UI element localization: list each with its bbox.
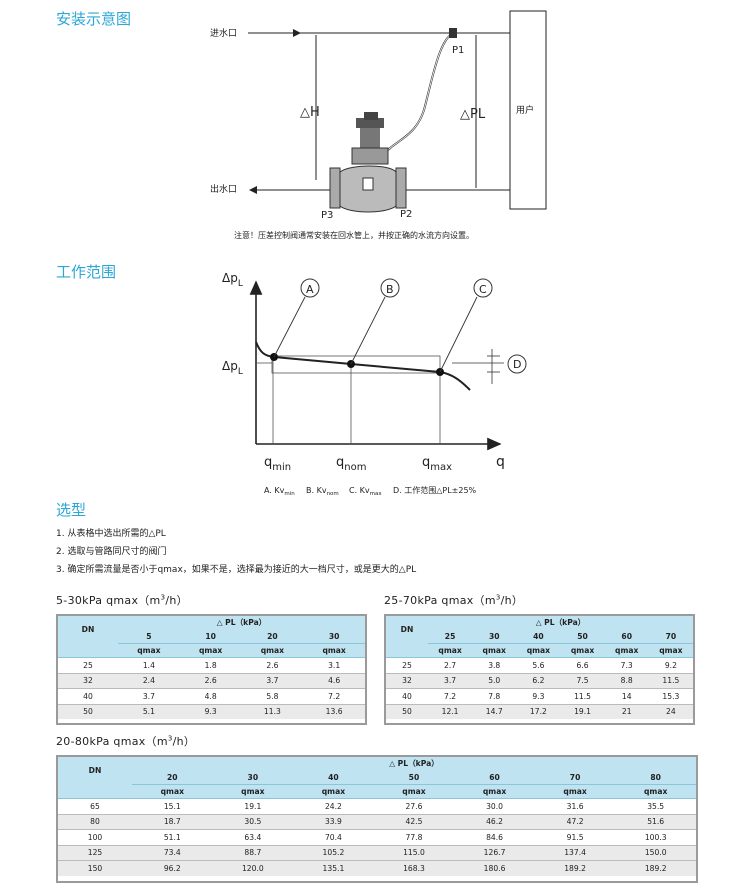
pl-value: 70 xyxy=(648,629,693,644)
y-axis-label-mid: ΔpL xyxy=(222,359,243,377)
installation-diagram: △H △PL 用户 进水口 出水口 P1 P3 P2 注意！压差控制阀通常安装在… xyxy=(210,10,547,240)
delta-pl-label: △PL xyxy=(460,107,486,122)
selection-steps: 1. 从表格中选出所需的△PL 2. 选取与管路同尺寸的阀门 3. 确定所需流量… xyxy=(56,525,416,579)
x-label-nom: qnom xyxy=(336,455,366,473)
p1-label: P1 xyxy=(452,45,464,56)
table-5-30kpa: DN △ PL（kPa） 5 10 20 30 qmax qmax qmax q… xyxy=(58,616,365,719)
step-2: 2. 选取与管路同尺寸的阀门 xyxy=(56,547,167,557)
user-box xyxy=(509,10,547,210)
pl-header: △ PL（kPa） xyxy=(118,616,365,629)
legend-d: D. 工作范围△PL±25% xyxy=(393,485,477,495)
pl-value: 20 xyxy=(241,629,304,644)
qmax-header: qmax xyxy=(241,643,304,658)
legend-b: B. Kvnom xyxy=(306,486,339,497)
qmax-header: qmax xyxy=(472,643,517,658)
qmax-header: qmax xyxy=(373,784,455,799)
p2-label: P2 xyxy=(400,209,412,220)
control-curve xyxy=(255,341,471,391)
qmax-header: qmax xyxy=(293,784,374,799)
legend-c: C. Kvmax xyxy=(349,486,382,497)
valve-icon xyxy=(329,112,407,213)
table-20-80kpa: DN △ PL（kPa） 20 30 40 50 60 70 80 qmax q… xyxy=(58,757,696,876)
dn-header: DN xyxy=(58,757,132,785)
pl-header: △ PL（kPa） xyxy=(428,616,693,629)
pl-value: 30 xyxy=(212,770,294,785)
inlet-label: 进水口 xyxy=(210,27,237,39)
qmax-header: qmax xyxy=(118,643,180,658)
qmax-header: qmax xyxy=(132,784,213,799)
user-label: 用户 xyxy=(516,104,534,116)
qmax-header: qmax xyxy=(604,643,649,658)
marker-b: B xyxy=(386,283,394,296)
qmax-header: qmax xyxy=(534,784,616,799)
table1-title: 5-30kPa qmax（m3/h） xyxy=(56,593,188,607)
pl-value: 70 xyxy=(534,770,616,785)
p3-label: P3 xyxy=(321,210,333,221)
x-axis-label: q xyxy=(496,454,505,470)
table2-title: 25-70kPa qmax（m3/h） xyxy=(384,593,524,607)
pl-value: 60 xyxy=(454,770,535,785)
section-title-select: 选型 xyxy=(56,501,87,519)
table2-frame xyxy=(384,614,695,725)
section-title-install: 安装示意图 xyxy=(56,10,132,28)
pl-value: 50 xyxy=(373,770,455,785)
working-range-graph: ΔpL ΔpL A B C D qmin qnom qmax q A. Kvmi… xyxy=(222,271,527,497)
step-3: 3. 确定所需流量是否小于qmax，如果不是，选择最为接近的大一档尺寸，或是更大… xyxy=(56,565,417,575)
x-label-min: qmin xyxy=(264,455,291,473)
marker-d: D xyxy=(513,358,521,371)
step-1: 1. 从表格中选出所需的△PL xyxy=(56,529,166,539)
x-label-max: qmax xyxy=(422,455,452,473)
marker-c: C xyxy=(479,283,487,296)
qmax-header: qmax xyxy=(454,784,535,799)
dn-header: DN xyxy=(58,616,118,644)
pl-value: 5 xyxy=(118,629,180,644)
pl-value: 10 xyxy=(179,629,242,644)
dn-header: DN xyxy=(386,616,428,644)
table3-title: 20-80kPa qmax（m3/h） xyxy=(56,734,196,748)
qmax-header: qmax xyxy=(615,784,696,799)
qmax-header: qmax xyxy=(212,784,294,799)
pl-value: 50 xyxy=(560,629,605,644)
pl-value: 60 xyxy=(604,629,649,644)
section-title-range: 工作范围 xyxy=(56,263,117,281)
outlet-label: 出水口 xyxy=(210,183,237,195)
install-note: 注意！压差控制阀通常安装在回水管上，并按正确的水流方向设置。 xyxy=(234,230,474,240)
qmax-header: qmax xyxy=(648,643,693,658)
qmax-header: qmax xyxy=(179,643,242,658)
pl-value: 30 xyxy=(303,629,365,644)
pl-value: 80 xyxy=(615,770,696,785)
delta-h-label: △H xyxy=(300,105,320,120)
table3-frame xyxy=(56,755,698,883)
table1-frame xyxy=(56,614,367,725)
table-25-70kpa: DN △ PL（kPa） 25 30 40 50 60 70 qmax qmax… xyxy=(386,616,693,719)
pl-value: 40 xyxy=(293,770,374,785)
pl-value: 25 xyxy=(428,629,473,644)
qmax-header: qmax xyxy=(516,643,561,658)
pl-value: 30 xyxy=(472,629,517,644)
marker-a: A xyxy=(306,283,314,296)
pl-value: 40 xyxy=(516,629,561,644)
qmax-header: qmax xyxy=(428,643,473,658)
qmax-header: qmax xyxy=(560,643,605,658)
pl-header: △ PL（kPa） xyxy=(132,757,696,770)
y-axis-label-top: ΔpL xyxy=(222,271,243,289)
pl-value: 20 xyxy=(132,770,213,785)
legend-a: A. Kvmin xyxy=(264,486,295,497)
qmax-header: qmax xyxy=(303,643,365,658)
